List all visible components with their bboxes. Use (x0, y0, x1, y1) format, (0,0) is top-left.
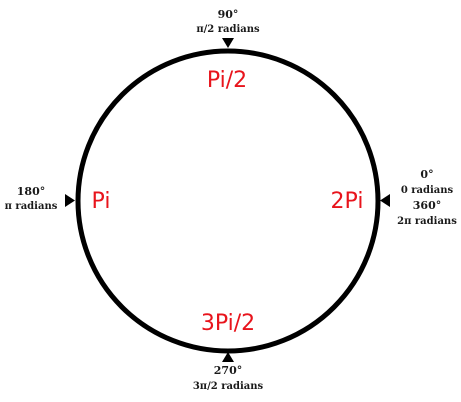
circle-label-bottom: 3Pi/2 (201, 311, 255, 336)
circle-label-top: Pi/2 (207, 68, 247, 93)
top-radians-label: π/2 radians (196, 24, 260, 35)
bottom-radians-label: 3π/2 radians (193, 381, 264, 392)
bottom-degrees-label: 270° (214, 364, 242, 377)
right-degrees-start-label: 0° (420, 168, 433, 181)
top-degrees-label: 90° (218, 8, 239, 21)
unit-circle (75, 48, 381, 354)
left-pointer-icon (65, 194, 75, 207)
right-radians-start-label: 0 radians (401, 185, 454, 196)
left-degrees-label: 180° (17, 185, 45, 198)
circle-label-right: 2Pi (331, 189, 364, 214)
top-pointer-icon (222, 38, 234, 48)
right-pointer-icon (380, 194, 390, 207)
right-degrees-end-label: 360° (413, 199, 441, 212)
right-radians-end-label: 2π radians (397, 216, 457, 227)
left-radians-label: π radians (5, 201, 58, 212)
circle-label-left: Pi (92, 189, 111, 214)
bottom-pointer-icon (222, 352, 234, 362)
